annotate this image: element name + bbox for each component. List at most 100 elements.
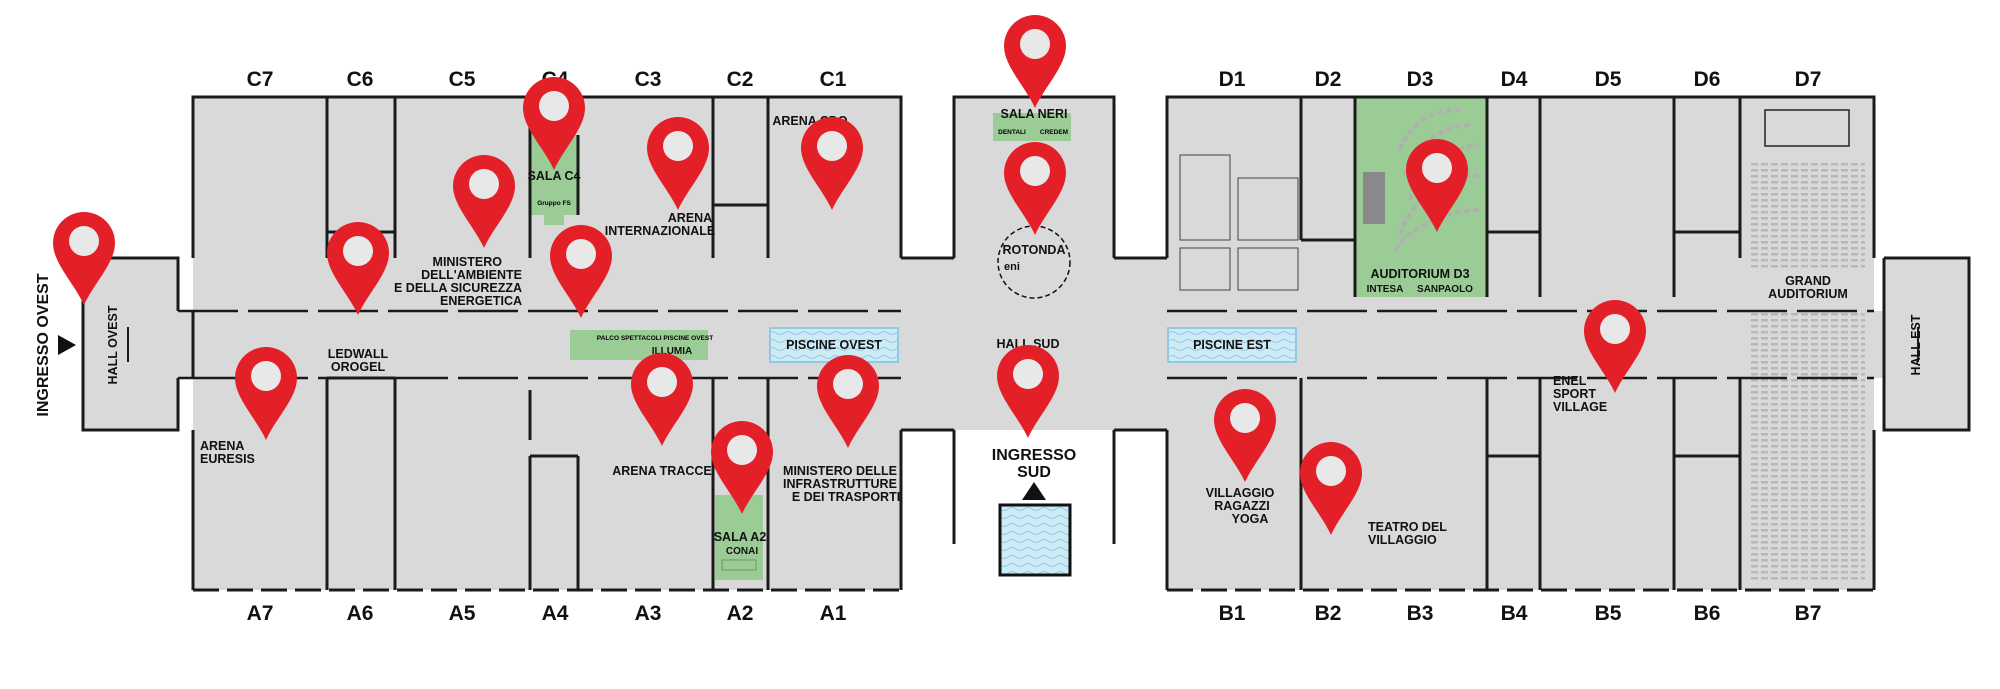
- map-pin-center: [1020, 156, 1050, 186]
- map-pin-center: [539, 91, 569, 121]
- pin-villaggio[interactable]: [1214, 389, 1276, 482]
- pin-ministero-infra[interactable]: [817, 355, 879, 448]
- hall-label-a3: A3: [635, 602, 662, 625]
- map-pins: [53, 15, 1646, 535]
- pin-sala-a2[interactable]: [711, 421, 773, 514]
- sala-neri-room: [993, 113, 1071, 141]
- rotonda-label: ROTONDA: [1003, 243, 1066, 257]
- pin-auditorium-d3[interactable]: [1406, 139, 1468, 232]
- map-pin-center: [566, 239, 596, 269]
- villaggio-label-1: VILLAGGIO: [1206, 486, 1275, 500]
- map-pin-center: [1422, 153, 1452, 183]
- pin-palco[interactable]: [550, 225, 612, 318]
- pin-arena-internazionale[interactable]: [647, 117, 709, 210]
- sala-c4-logo: Gruppo FS: [537, 200, 571, 207]
- map-pin-center: [727, 435, 757, 465]
- sala-a2-logo: CONAI: [726, 546, 758, 557]
- map-pin-icon: [1300, 442, 1362, 535]
- hall-label-a1: A1: [820, 602, 847, 625]
- ingresso-sud-label-1: INGRESSO: [992, 447, 1076, 464]
- map-pin-icon: [817, 355, 879, 448]
- pin-ministero-ambiente[interactable]: [453, 155, 515, 248]
- hall-label-a2: A2: [727, 602, 754, 625]
- hall-label-d2: D2: [1315, 68, 1342, 91]
- hall-label-b2: B2: [1315, 602, 1342, 625]
- hall-ovest-label: HALL OVEST: [106, 305, 120, 384]
- d1-stands: [1179, 154, 1299, 291]
- hall-label-d3: D3: [1407, 68, 1434, 91]
- grand-auditorium-stage: [1764, 109, 1850, 147]
- hall-label-b5: B5: [1595, 602, 1622, 625]
- hall-label-d4: D4: [1501, 68, 1528, 91]
- arena-internazionale-label-2: INTERNAZIONALE: [605, 224, 715, 238]
- arena-euresis-label-2: EURESIS: [200, 452, 255, 466]
- grand-auditorium-seats-bottom: [1750, 310, 1865, 580]
- hall-label-b7: B7: [1795, 602, 1822, 625]
- ministero-infra-label-2: INFRASTRUTTURE: [783, 477, 897, 491]
- villaggio-label-3: YOGA: [1232, 512, 1269, 526]
- map-pin-icon: [327, 222, 389, 315]
- pin-teatro[interactable]: [1300, 442, 1362, 535]
- ingresso-sud-arrow-icon: [1022, 482, 1046, 500]
- pin-sala-c4[interactable]: [523, 77, 585, 170]
- ingresso-sud-pool: [998, 503, 1072, 577]
- sala-c4-label: SALA C4: [527, 169, 580, 183]
- enel-label-2: SPORT: [1553, 387, 1596, 401]
- hall-label-c7: C7: [247, 68, 274, 91]
- hall-label-c1: C1: [820, 68, 847, 91]
- hall-label-d1: D1: [1219, 68, 1246, 91]
- palco-stage: [570, 330, 708, 360]
- hall-label-b1: B1: [1219, 602, 1246, 625]
- ministero-infra-label-1: MINISTERO DELLE: [783, 464, 897, 478]
- hall-sud-label: HALL SUD: [997, 337, 1060, 351]
- map-pin-center: [1013, 359, 1043, 389]
- teatro-label-1: TEATRO DEL: [1368, 520, 1447, 534]
- ministero-ambiente-label-3: E DELLA SICUREZZA: [394, 281, 522, 295]
- map-pin-icon: [1584, 300, 1646, 393]
- hall-labels-bottom: A7 A6 A5 A4 A3 A2 A1 B1 B2 B3 B4 B5 B6 B…: [247, 602, 1822, 625]
- map-pin-center: [1020, 29, 1050, 59]
- auditorium-d3-logo-2: SANPAOLO: [1417, 284, 1473, 295]
- map-pin-icon: [801, 117, 863, 210]
- pin-ingresso-sud[interactable]: [997, 345, 1059, 438]
- hall-label-b3: B3: [1407, 602, 1434, 625]
- pin-ledwall[interactable]: [327, 222, 389, 315]
- area-labels: HALL OVEST HALL EST HALL SUD SALA NERI D…: [106, 107, 1923, 557]
- hall-label-c6: C6: [347, 68, 374, 91]
- auditorium-d3-label: AUDITORIUM D3: [1370, 267, 1469, 281]
- hall-labels-top: C7 C6 C5 C4 C3 C2 C1 D1 D2 D3 D4 D5 D6 D…: [247, 68, 1822, 91]
- hall-label-c3: C3: [635, 68, 662, 91]
- palco-label: PALCO SPETTACOLI PISCINE OVEST: [597, 335, 713, 342]
- sala-c4-annex: [544, 215, 564, 225]
- pin-arena-tracce[interactable]: [631, 353, 693, 446]
- auditorium-d3-stage: [1363, 172, 1385, 224]
- map-pin-icon: [631, 353, 693, 446]
- piscine-ovest-label: PISCINE OVEST: [786, 338, 882, 352]
- map-pin-center: [343, 236, 373, 266]
- ministero-infra-label-3: E DEI TRASPORTI: [792, 490, 900, 504]
- pin-rotonda[interactable]: [1004, 142, 1066, 235]
- pin-arena-cdo[interactable]: [801, 117, 863, 210]
- ministero-ambiente-label-2: DELL'AMBIENTE: [421, 268, 522, 282]
- ministero-ambiente-label-1: MINISTERO: [433, 255, 503, 269]
- ledwall-label-2: OROGEL: [331, 360, 386, 374]
- ledwall-label-1: LEDWALL: [328, 347, 389, 361]
- map-pin-icon: [1406, 139, 1468, 232]
- map-pin-icon: [1004, 15, 1066, 108]
- palco-logo: ILLUMIA: [652, 346, 693, 357]
- pin-sala-neri[interactable]: [1004, 15, 1066, 108]
- sala-neri-logo-2: CREDEM: [1040, 129, 1068, 136]
- map-pin-icon: [1004, 142, 1066, 235]
- sala-a2-room: [715, 495, 763, 580]
- map-pin-center: [833, 369, 863, 399]
- pin-arena-euresis[interactable]: [235, 347, 297, 440]
- ingresso-ovest-arrow-icon: [58, 335, 76, 355]
- pin-enel[interactable]: [1584, 300, 1646, 393]
- pin-ingresso-ovest[interactable]: [53, 212, 115, 305]
- piscine-est-pool: [1167, 327, 1297, 363]
- hall-label-a4: A4: [542, 602, 569, 625]
- hall-est-label: HALL EST: [1909, 314, 1923, 375]
- hall-label-c5: C5: [449, 68, 476, 91]
- piscine-est-label: PISCINE EST: [1193, 338, 1271, 352]
